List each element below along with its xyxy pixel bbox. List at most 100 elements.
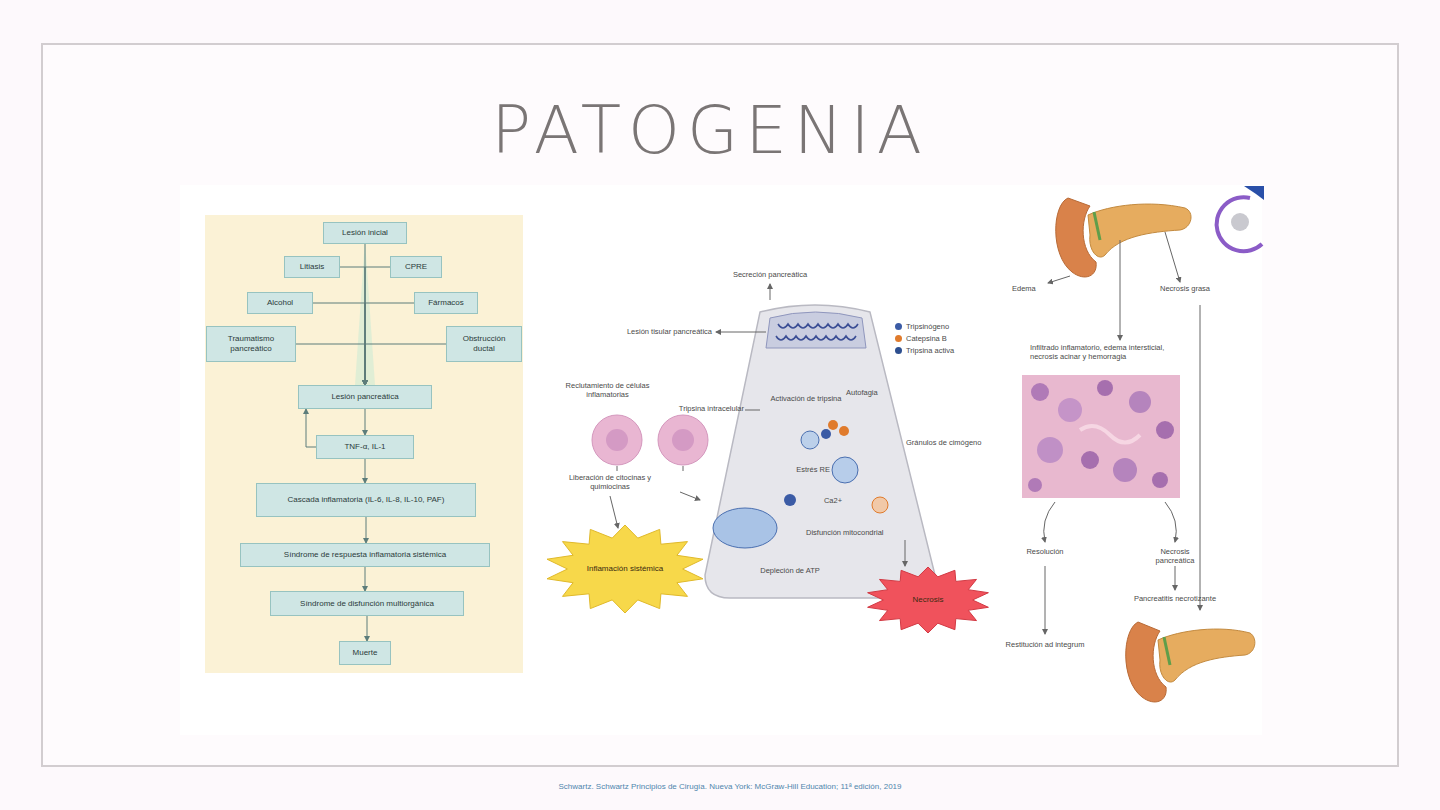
drawing-circle <box>1231 213 1249 231</box>
annotation-label: Tripsina intracelular <box>660 404 744 413</box>
drawing-line <box>1120 240 1121 340</box>
process-box: Lesión inicial <box>323 222 407 244</box>
legend-text: Tripsinógeno <box>906 322 949 331</box>
drawing-circle <box>1058 398 1082 422</box>
flow-arrow <box>367 616 368 641</box>
flow-arrow <box>365 344 446 385</box>
node-text: Lesión pancreática <box>331 392 398 402</box>
pancreas-bottom <box>1126 622 1255 702</box>
drawing-path <box>778 324 858 328</box>
node-text: Alcohol <box>267 298 293 308</box>
legend-swatch <box>895 347 902 354</box>
process-box: Alcohol <box>247 292 313 314</box>
legend-text: Catepsina B <box>906 334 947 343</box>
starburst-outline <box>547 525 703 613</box>
node-text: Inflamación sistémica <box>587 564 663 574</box>
flow-panel <box>205 215 523 673</box>
node-text: Síndrome de disfunción multiorgánica <box>300 599 434 609</box>
drawing-line <box>617 466 618 471</box>
annotation-label: Ca2+ <box>818 496 848 505</box>
drawing-line <box>683 466 684 471</box>
flow-arrow <box>365 409 366 435</box>
leader-lines <box>610 284 905 566</box>
node-text: Síndrome de respuesta inflamatoria sisté… <box>284 550 446 560</box>
flow-arrow <box>365 459 366 483</box>
drawing-circle <box>1037 437 1063 463</box>
drawing-circle <box>1031 383 1049 401</box>
node-text: Cascada inflamatoria (IL-6, IL-8, IL-10,… <box>288 495 445 505</box>
node-text-group: Fármacos <box>428 298 464 308</box>
drawing-ellipse <box>713 508 777 548</box>
annotation-label: Infiltrado inflamatorio, edema interstic… <box>1030 343 1190 362</box>
flow-arrow <box>365 267 390 385</box>
drawing-line <box>610 496 618 528</box>
acinar-cell <box>705 305 935 598</box>
process-box: Litiasis <box>284 256 340 278</box>
node-text-group: Inflamación sistémica <box>587 564 663 574</box>
drawing-path <box>1165 502 1176 542</box>
legend-swatch <box>895 335 902 342</box>
flow-arrow <box>296 344 365 385</box>
flow-arrow <box>340 267 365 385</box>
drawing-circle <box>1028 478 1042 492</box>
drawing-circle <box>784 494 796 506</box>
process-box: CPRE <box>390 256 442 278</box>
drawing-line <box>770 284 771 300</box>
drawing-path <box>1094 212 1100 240</box>
node-text: CPRE <box>405 262 427 272</box>
drawing-circle <box>828 420 838 430</box>
drawing-path <box>1088 204 1191 257</box>
node-text-group: Lesión pancreática <box>331 392 398 402</box>
drawing-circle <box>1081 451 1099 469</box>
starburst-node: Necrosis <box>866 567 990 633</box>
drawing-path <box>1164 637 1170 665</box>
drawing-circle <box>821 429 831 439</box>
logo-icon <box>1217 186 1264 251</box>
drawing-path <box>1080 426 1140 443</box>
annotation-label: Reclutamiento de células inflamatorias <box>560 381 655 400</box>
drawing-circle <box>1097 380 1113 396</box>
node-text: Necrosis <box>912 595 943 605</box>
flow-arrow <box>366 517 367 543</box>
content-panel <box>180 185 1262 735</box>
drawing-path <box>1044 502 1055 542</box>
annotation-label: Depleción de ATP <box>745 566 835 575</box>
process-box: Cascada inflamatoria (IL-6, IL-8, IL-10,… <box>256 483 476 517</box>
drawing-line <box>745 410 760 411</box>
node-text: Traumatismo pancreático <box>212 334 290 353</box>
node-text-group: Obstrucción ductal <box>452 334 516 353</box>
drawing-path <box>1158 629 1255 682</box>
legend-text: Tripsina activa <box>906 346 954 355</box>
drawing-line <box>1048 276 1070 283</box>
drawing-rect <box>1022 375 1180 498</box>
node-text-group: Síndrome de respuesta inflamatoria sisté… <box>284 550 446 560</box>
starburst-node: Inflamación sistémica <box>545 525 705 613</box>
node-text-group: Muerte <box>353 648 378 658</box>
process-box: TNF-α, IL-1 <box>316 435 414 459</box>
node-text: Litiasis <box>300 262 324 272</box>
drawing-circle <box>1152 472 1168 488</box>
node-text: TNF-α, IL-1 <box>344 442 385 452</box>
process-box: Fármacos <box>414 292 478 314</box>
source-caption: Schwartz. Schwartz Principios de Cirugía… <box>420 782 1040 791</box>
node-text: Obstrucción ductal <box>452 334 516 353</box>
annotation-label: Secreción pancreática <box>715 270 825 279</box>
node-text: Lesión inicial <box>342 228 388 238</box>
annotation-label: Autofagia <box>846 388 896 397</box>
annotation-label: Resolución <box>1013 547 1077 556</box>
drawing-line <box>1165 232 1180 282</box>
drawing-circle <box>672 429 694 451</box>
node-text-group: Alcohol <box>267 298 293 308</box>
drawing-circle <box>1129 391 1151 413</box>
drawing-line <box>1200 305 1201 610</box>
drawing-path <box>1244 186 1264 200</box>
node-text-group: CPRE <box>405 262 427 272</box>
drawing-circle <box>1113 458 1137 482</box>
inflammatory-cells <box>592 415 708 465</box>
annotation-label: Liberación de citocinas y quimiocinas <box>560 473 660 492</box>
node-text-group: Lesión inicial <box>342 228 388 238</box>
drawing-circle <box>839 426 849 436</box>
drawing-line <box>680 492 700 500</box>
